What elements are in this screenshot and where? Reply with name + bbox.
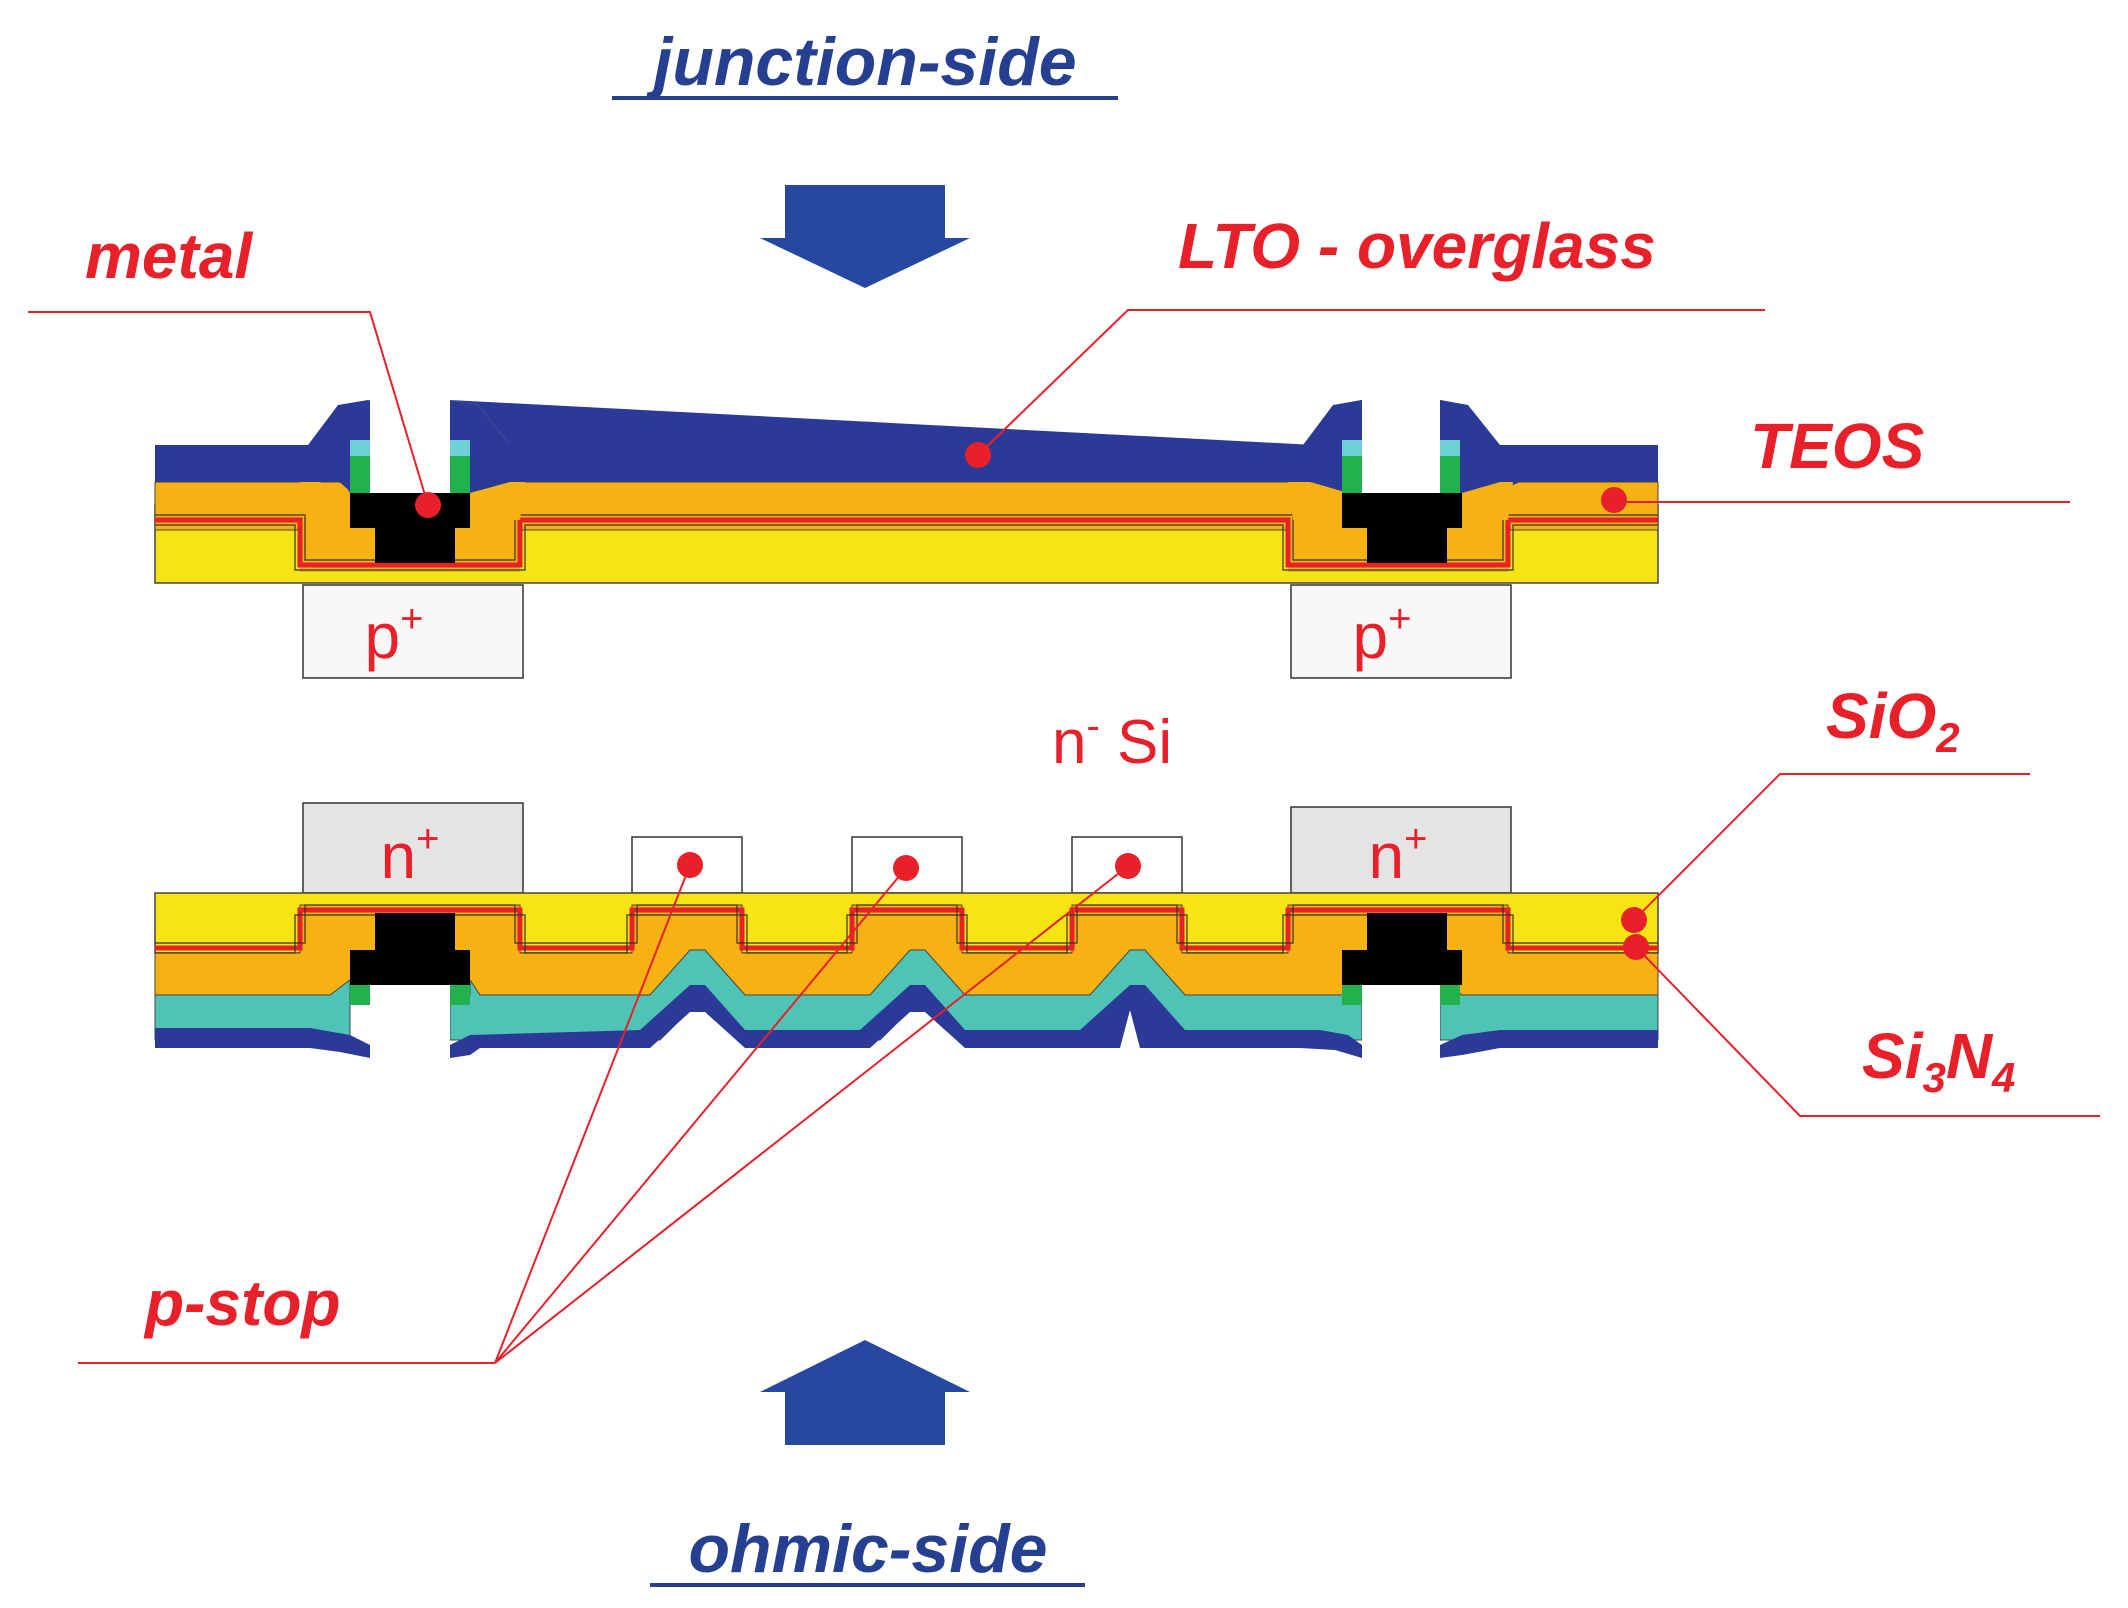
- oxide-line-top: [155, 517, 1658, 568]
- metal-label: metal: [85, 220, 253, 292]
- metal-contact-bottom-right: [1342, 913, 1462, 985]
- p-plus-label-right: p+: [1353, 597, 1412, 672]
- p-plus-implant-left: [302, 584, 524, 679]
- junction-side-structure: p+ p+: [154, 398, 1659, 679]
- junction-side-label: junction-side: [645, 24, 1076, 100]
- bulk-silicon-label: n- Si: [1052, 704, 1172, 777]
- p-stop-leader-lines: [78, 864, 1129, 1364]
- ohmic-side-title: ohmic-side: [650, 1511, 1085, 1587]
- metal-leader-line: [28, 311, 429, 506]
- n-plus-implant-right: [1290, 806, 1512, 894]
- p-stop-label: p-stop: [143, 1267, 341, 1339]
- sio2-label: SiO2: [1826, 680, 1960, 761]
- si3n4-label: Si3N4: [1862, 1020, 2015, 1101]
- si3n4-leader-line: [1635, 946, 2100, 1117]
- ohmic-side-label: ohmic-side: [689, 1511, 1048, 1587]
- n-plus-label-left: n+: [381, 817, 440, 892]
- arrow-up-icon: [760, 1340, 970, 1445]
- metal-contact-right: [1342, 493, 1462, 563]
- teos-marker: [1601, 487, 1627, 513]
- p-plus-label-left: p+: [365, 597, 424, 672]
- p-plus-implant-right: [1290, 584, 1512, 679]
- arrow-down-icon: [760, 185, 970, 288]
- n-plus-implant-left: [302, 802, 524, 894]
- ohmic-side-structure: n+ n+: [154, 802, 1659, 1065]
- lto-overglass-bottom: [155, 985, 1658, 1058]
- junction-side-title: junction-side: [612, 24, 1118, 100]
- teos-layer-bottom: [154, 904, 1659, 996]
- n-plus-label-right: n+: [1369, 817, 1428, 892]
- lto-leader-line: [977, 309, 1765, 456]
- metal-contact-bottom-left: [350, 913, 470, 985]
- oxide-line-bottom: [155, 907, 1658, 951]
- sio2-leader-line: [1633, 773, 2030, 921]
- metal-contact-left: [350, 493, 470, 563]
- lto-label: LTO - overglass: [1178, 210, 1656, 282]
- teos-label: TEOS: [1750, 410, 1925, 482]
- lto-overglass-top: [155, 400, 1658, 493]
